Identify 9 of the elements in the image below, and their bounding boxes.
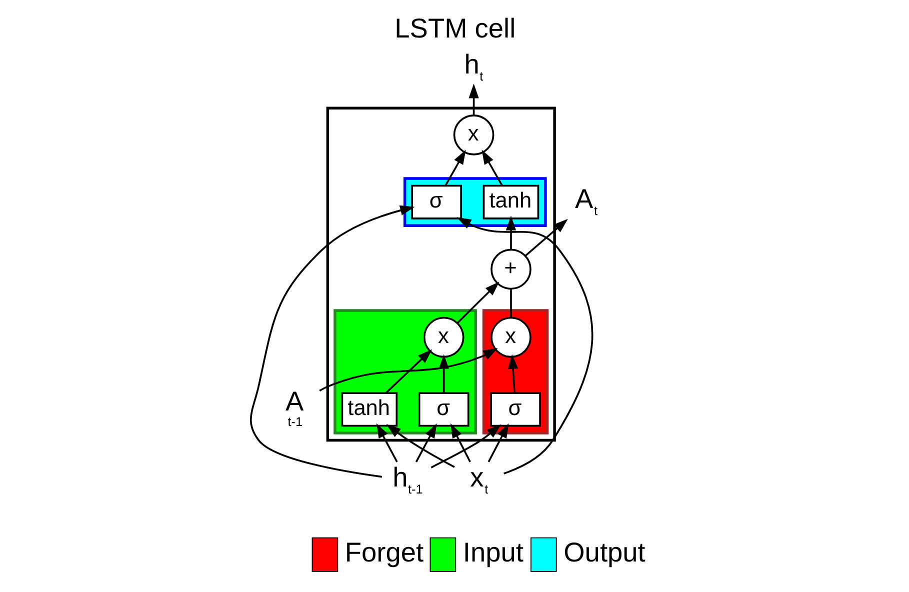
legend-label: Input (462, 536, 523, 568)
node-text: x$_{t}$ (470, 462, 488, 497)
legend-label: Forget (344, 536, 424, 568)
legend-label: Output (563, 536, 645, 568)
diagram-title: LSTM cell (394, 12, 516, 44)
node-text: A$_{t}$ (574, 182, 598, 218)
node-text: A t-1 (284, 385, 304, 429)
node-text: h$_{t-1}$ (392, 462, 422, 497)
node-text: h$_{t}$ (464, 48, 483, 84)
